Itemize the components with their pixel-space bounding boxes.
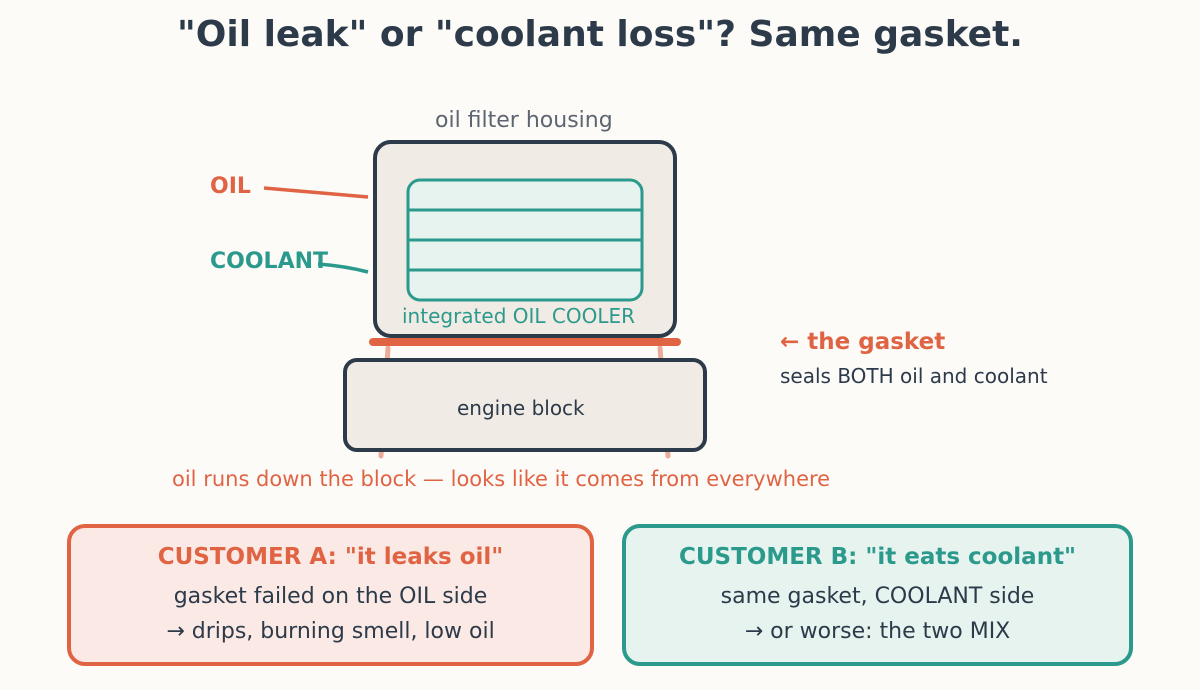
gasket-title: ← the gasket: [780, 329, 946, 355]
customer-a-line-2: → drips, burning smell, low oil: [166, 619, 495, 644]
housing-label: oil filter housing: [435, 108, 613, 133]
oil-cooler-label: integrated OIL COOLER: [402, 304, 636, 328]
customer-b-card: CUSTOMER B: "it eats coolant" same gaske…: [622, 524, 1133, 666]
engine-block-label: engine block: [457, 396, 585, 420]
customer-a-title: CUSTOMER A: "it leaks oil": [157, 544, 504, 570]
customer-b-title: CUSTOMER B: "it eats coolant": [678, 544, 1077, 570]
customer-b-line-1: same gasket, COOLANT side: [720, 584, 1035, 609]
customer-a-line-1: gasket failed on the OIL side: [173, 584, 488, 609]
oil-pointer-line: [263, 186, 369, 199]
oil-runoff-note: oil runs down the block — looks like it …: [172, 467, 831, 491]
coolant-label: COOLANT: [210, 249, 329, 274]
engine-block-shape: [343, 358, 707, 452]
coolant-pointer-line: [317, 262, 369, 274]
page-title: "Oil leak" or "coolant loss"? Same gaske…: [177, 14, 1023, 55]
customer-b-line-2: → or worse: the two MIX: [744, 619, 1011, 644]
customer-a-card: CUSTOMER A: "it leaks oil" gasket failed…: [67, 524, 594, 666]
gasket-description: seals BOTH oil and coolant: [780, 364, 1048, 388]
oil-label: OIL: [210, 174, 251, 199]
